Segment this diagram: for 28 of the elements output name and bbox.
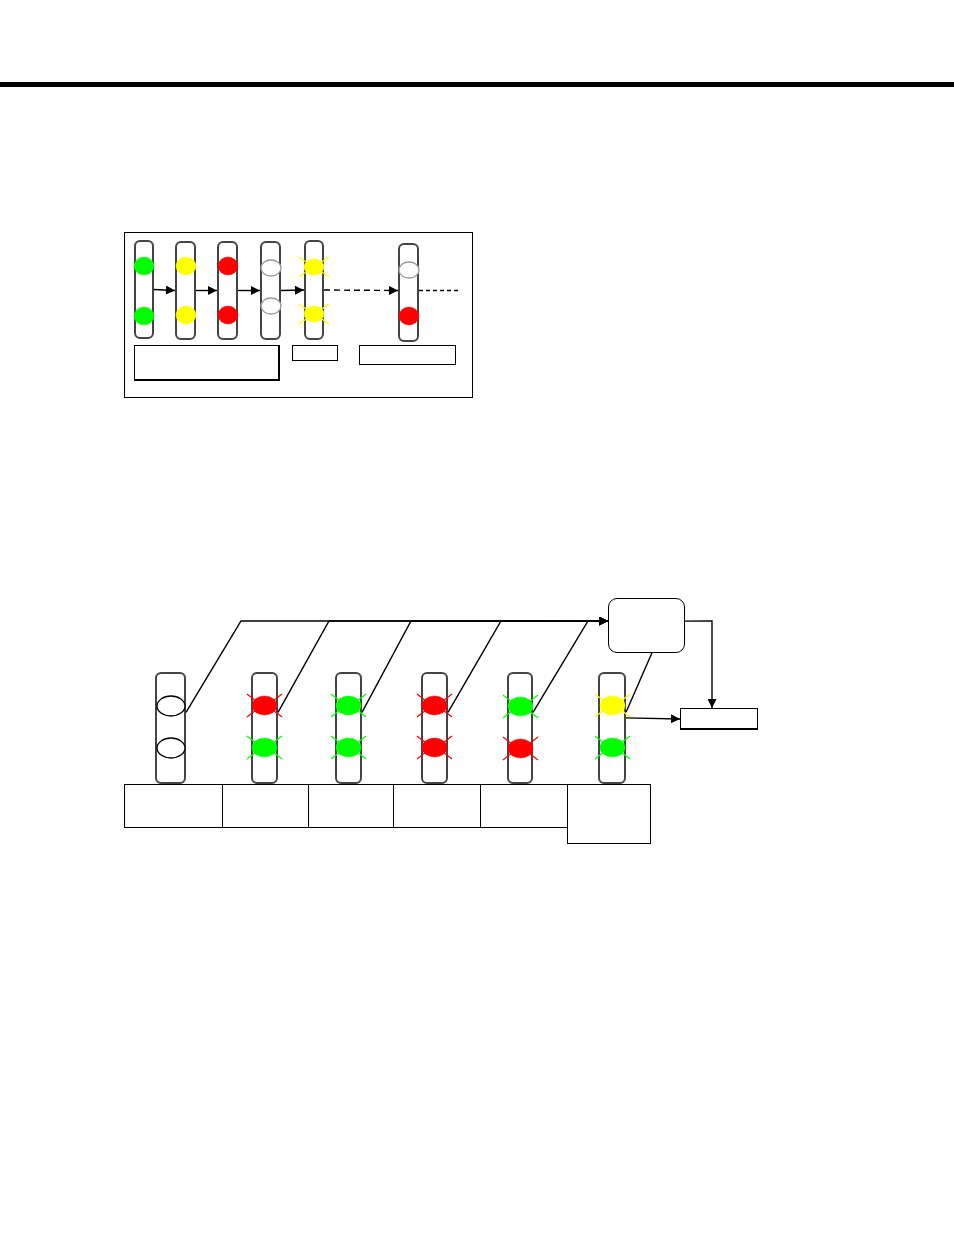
label-box [134, 345, 280, 381]
arrow [195, 286, 218, 295]
indicator-bar [134, 240, 154, 339]
arrow [237, 286, 261, 295]
label-box [292, 345, 338, 361]
label-box [359, 345, 456, 365]
arrow [625, 714, 681, 724]
arrow [323, 285, 399, 295]
connector-line [418, 289, 460, 292]
label-box [308, 784, 394, 828]
output-box [680, 708, 758, 730]
arrow [532, 616, 609, 713]
rounded-box [608, 598, 685, 653]
panel-frame [124, 232, 473, 398]
connector-line [625, 652, 653, 713]
indicator-bar [175, 241, 196, 340]
indicator-bar [260, 241, 281, 340]
indicator-bar [398, 243, 419, 342]
arrow [153, 285, 176, 295]
label-box [124, 784, 223, 828]
arrow [684, 620, 717, 709]
label-box [480, 784, 568, 828]
indicator-bar [217, 241, 238, 340]
label-box [222, 784, 309, 828]
indicator-bar [155, 672, 186, 784]
label-box [567, 784, 651, 844]
label-box [393, 784, 481, 828]
arrow [280, 285, 305, 295]
